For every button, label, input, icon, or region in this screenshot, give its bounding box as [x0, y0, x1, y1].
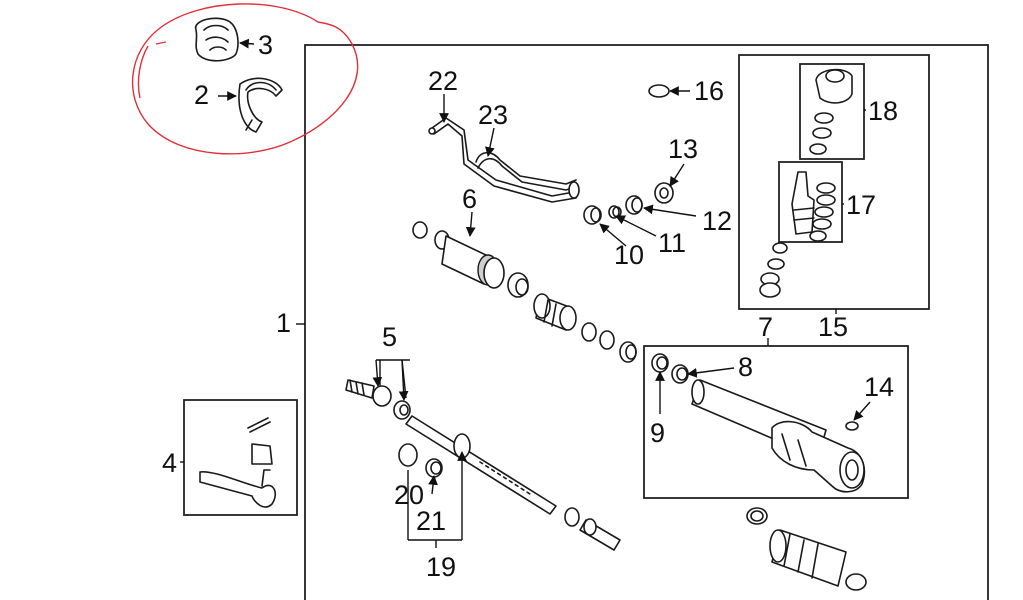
- seal-part-12: [625, 195, 643, 215]
- callout-3: 3: [258, 30, 273, 60]
- rack-bar-part-19: [405, 415, 621, 551]
- callout-13: 13: [668, 134, 698, 164]
- callout-22: 22: [428, 66, 458, 96]
- callout-4: 4: [162, 448, 177, 478]
- housing-part-18: [809, 68, 853, 155]
- red-circle-annotation: [131, 3, 359, 155]
- callout-15: 15: [818, 312, 848, 342]
- washer-part-16: [648, 84, 670, 98]
- ring-part-20: [398, 443, 418, 467]
- callout-7: 7: [758, 312, 773, 342]
- rack-housing-frame: [643, 345, 909, 499]
- callout-10: 10: [614, 240, 644, 270]
- rack-housing-part-7: [651, 353, 866, 493]
- callout-11: 11: [658, 228, 686, 258]
- pipe-part-23: [475, 151, 580, 199]
- bellows-middle: [533, 293, 637, 363]
- callout-17: 17: [846, 190, 876, 220]
- main-assembly-frame: [304, 44, 989, 600]
- tie-rod-end-frame: [183, 399, 298, 516]
- boot-part-6: [412, 221, 529, 298]
- lower-boot: [746, 507, 867, 591]
- tie-rod-part-5: [345, 379, 411, 420]
- tie-rod-end-part-4: [199, 417, 277, 508]
- callout-labels: 3 2 1 4 5 22 23 6 16 13 12 11 10 18 17 7…: [162, 30, 898, 582]
- callout-20: 20: [394, 480, 424, 510]
- valve-part-17: [791, 171, 836, 242]
- housing-frame-18: [799, 63, 865, 160]
- seal-part-10: [583, 205, 602, 225]
- callout-12: 12: [702, 206, 732, 236]
- callout-14: 14: [864, 372, 894, 402]
- valve-subassembly-frame: [738, 54, 930, 310]
- bracket-part-2: [238, 77, 283, 133]
- callout-5: 5: [382, 322, 397, 352]
- callout-8: 8: [738, 352, 753, 382]
- bushing-part-3: [195, 17, 239, 62]
- seal-part-11: [608, 205, 622, 219]
- callout-2: 2: [194, 80, 209, 110]
- seal-part-13: [654, 182, 674, 204]
- callout-6: 6: [462, 184, 477, 214]
- callout-16: 16: [694, 76, 724, 106]
- callout-9: 9: [650, 418, 665, 448]
- leader-lines: [180, 38, 871, 548]
- callout-23: 23: [478, 100, 508, 130]
- callout-19: 19: [426, 552, 456, 582]
- valve-seals: [759, 242, 788, 298]
- seal-part-14: [845, 421, 859, 431]
- valve-frame-17: [778, 161, 843, 243]
- callout-1: 1: [276, 308, 291, 338]
- callout-18: 18: [868, 96, 898, 126]
- pipe-part-22: [428, 117, 577, 203]
- bushing-part-21: [425, 458, 443, 478]
- callout-21: 21: [416, 506, 446, 536]
